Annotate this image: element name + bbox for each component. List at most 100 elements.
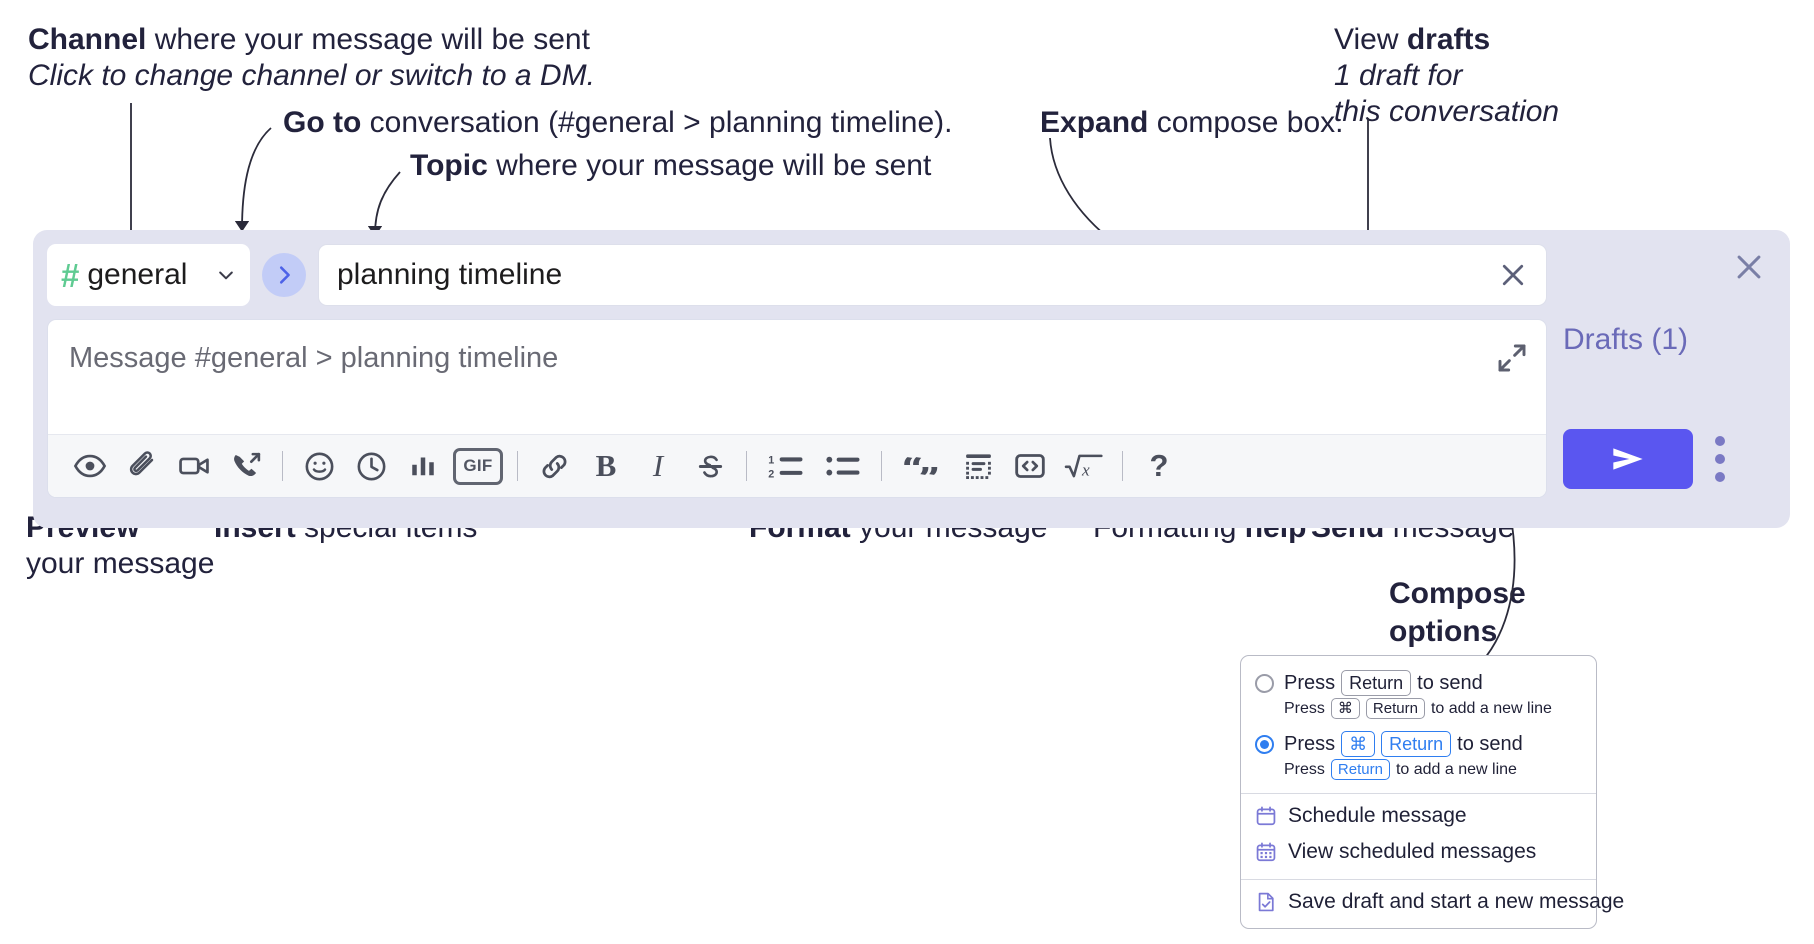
- annotation-drafts: View drafts 1 draft for this conversatio…: [1334, 22, 1559, 130]
- channel-selector[interactable]: # general: [47, 244, 250, 306]
- format-toolbar: GIF B: [48, 434, 1546, 497]
- sub-press-text: Press: [1284, 760, 1325, 778]
- menu-divider: [1241, 879, 1596, 880]
- blockquote-icon: [904, 457, 938, 475]
- svg-text:x: x: [1081, 460, 1090, 479]
- link-icon: [542, 454, 566, 478]
- link-button[interactable]: [528, 440, 580, 492]
- help-icon: ?: [1149, 448, 1169, 483]
- strikethrough-button[interactable]: [684, 440, 736, 492]
- italic-icon: I: [652, 448, 664, 483]
- math-button[interactable]: x: [1056, 440, 1112, 492]
- close-icon[interactable]: [1498, 260, 1528, 290]
- toolbar-divider: [1122, 451, 1123, 481]
- message-placeholder: Message #general > planning timeline: [69, 342, 559, 374]
- emoji-button[interactable]: [293, 440, 345, 492]
- formatting-help-button[interactable]: ?: [1133, 440, 1185, 492]
- close-icon[interactable]: [1732, 250, 1766, 284]
- calendar-icon: [1256, 806, 1276, 826]
- expand-icon[interactable]: [1496, 342, 1528, 374]
- radio-unselected[interactable]: [1255, 673, 1274, 693]
- key-return: Return: [1381, 731, 1452, 757]
- annotation-topic-rest: where your message will be sent: [487, 149, 932, 182]
- compose-actions: Drafts (1): [1547, 230, 1790, 528]
- key-command: ⌘: [1341, 731, 1376, 757]
- attachment-icon: [129, 451, 154, 476]
- topic-field[interactable]: planning timeline: [318, 244, 1547, 306]
- key-return: Return: [1330, 759, 1390, 780]
- option-press-text: Press: [1284, 732, 1336, 755]
- code-icon: [1015, 454, 1045, 478]
- toolbar-divider: [746, 451, 747, 481]
- menu-option-sub-0: Press ⌘ Return to add a new line: [1241, 696, 1596, 723]
- send-button[interactable]: [1563, 429, 1693, 489]
- annotation-preview-rest: your message: [26, 547, 215, 580]
- annotation-compose-bold2: options: [1389, 615, 1498, 648]
- save-draft-icon: [1258, 892, 1274, 912]
- annotation-drafts-italic1: 1 draft for: [1334, 59, 1463, 92]
- bold-icon: B: [595, 448, 617, 483]
- menu-item-label: Schedule message: [1288, 804, 1467, 827]
- call-icon: [233, 452, 260, 476]
- annotation-drafts-lead: View: [1334, 23, 1407, 56]
- bulleted-list-button[interactable]: [815, 440, 871, 492]
- reminder-button[interactable]: [345, 440, 397, 492]
- option-suffix-text: to send: [1417, 671, 1483, 694]
- annotation-drafts-italic2: this conversation: [1334, 95, 1560, 128]
- channel-name: general: [87, 258, 188, 291]
- emoji-icon: [305, 452, 333, 480]
- video-clip-button[interactable]: [168, 440, 220, 492]
- radio-selected[interactable]: [1255, 734, 1274, 754]
- sub-press-text: Press: [1284, 699, 1325, 717]
- annotation-channel-italic: Click to change channel or switch to a D…: [28, 59, 595, 92]
- key-command: ⌘: [1330, 698, 1360, 719]
- gif-button[interactable]: GIF: [449, 440, 507, 492]
- key-return: Return: [1341, 670, 1412, 696]
- menu-item-schedule-message[interactable]: Schedule message: [1241, 798, 1596, 834]
- annotation-topic-bold: Topic: [410, 149, 488, 182]
- ordered-list-button[interactable]: 1 2: [757, 440, 815, 492]
- annotation-channel-rest: where your message will be sent: [146, 23, 590, 56]
- message-input-container[interactable]: Message #general > planning timeline: [47, 319, 1547, 498]
- drafts-link[interactable]: Drafts (1): [1563, 323, 1689, 356]
- key-return: Return: [1365, 698, 1425, 719]
- menu-item-save-draft[interactable]: Save draft and start a new message: [1241, 884, 1624, 920]
- calendar-grid-icon: [1256, 842, 1276, 862]
- annotation-compose-bold1: Compose: [1389, 577, 1526, 610]
- option-suffix-text: to send: [1457, 732, 1523, 755]
- hash-icon: #: [61, 256, 80, 294]
- italic-button[interactable]: I: [632, 440, 684, 492]
- goto-conversation-button[interactable]: [262, 253, 306, 297]
- annotation-expand: Expand compose box.: [1040, 105, 1343, 141]
- compose-panel: # general planning timeline: [33, 230, 1790, 528]
- toolbar-divider: [517, 451, 518, 481]
- svg-text:1: 1: [768, 454, 774, 466]
- annotation-goto-rest: conversation (#general > planning timeli…: [361, 106, 953, 139]
- menu-item-view-scheduled[interactable]: View scheduled messages: [1241, 834, 1596, 870]
- preview-button[interactable]: [64, 440, 116, 492]
- poll-button[interactable]: [397, 440, 449, 492]
- bold-button[interactable]: B: [580, 440, 632, 492]
- clock-icon: [357, 452, 385, 480]
- sub-suffix-text: to add a new line: [1395, 760, 1517, 778]
- annotation-expand-bold: Expand: [1040, 106, 1149, 139]
- menu-item-label: Save draft and start a new message: [1288, 890, 1625, 913]
- menu-option-cmd-return-to-send[interactable]: Press ⌘ Return to send: [1241, 723, 1596, 757]
- menu-option-return-to-send[interactable]: Press Return to send: [1241, 666, 1596, 696]
- sub-suffix-text: to add a new line: [1430, 699, 1552, 717]
- attach-button[interactable]: [116, 440, 168, 492]
- svg-text:2: 2: [768, 468, 774, 480]
- more-options-icon[interactable]: [1715, 435, 1725, 483]
- option-label: Press Return to send: [1284, 670, 1483, 696]
- blockquote-button[interactable]: [892, 440, 952, 492]
- menu-item-label: View scheduled messages: [1288, 840, 1537, 863]
- topic-value: planning timeline: [337, 258, 563, 291]
- code-block-button[interactable]: [952, 440, 1004, 492]
- option-press-text: Press: [1284, 671, 1336, 694]
- ordered-list-icon: 1 2: [768, 454, 803, 480]
- video-icon: [179, 457, 209, 475]
- compose-main: # general planning timeline: [47, 244, 1547, 498]
- huddle-button[interactable]: [220, 440, 272, 492]
- code-button[interactable]: [1004, 440, 1056, 492]
